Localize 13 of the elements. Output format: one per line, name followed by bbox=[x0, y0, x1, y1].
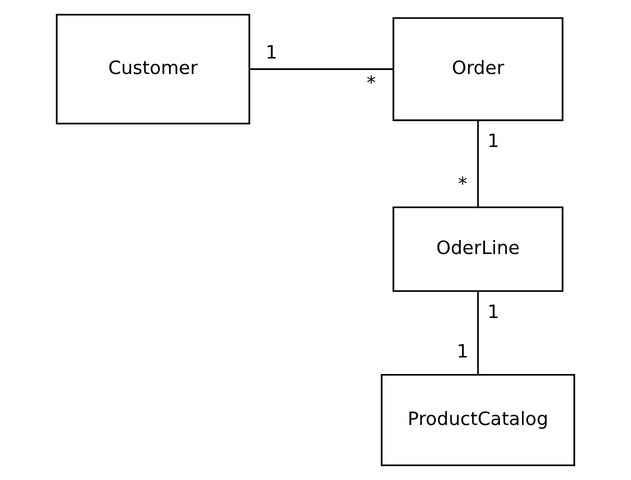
node-box: ProductCatalog bbox=[380, 374, 576, 466]
label: * bbox=[458, 174, 468, 195]
label: 1 bbox=[488, 302, 500, 324]
label: 1 bbox=[266, 42, 278, 64]
node-box: OderLine bbox=[392, 206, 564, 292]
connector bbox=[477, 120, 479, 208]
label: * bbox=[366, 73, 376, 94]
node-box: Order bbox=[392, 17, 564, 122]
connector bbox=[249, 68, 394, 70]
connector bbox=[477, 291, 479, 375]
node-box: Customer bbox=[56, 14, 250, 124]
label: 1 bbox=[456, 341, 468, 362]
label: 1 bbox=[488, 131, 500, 152]
